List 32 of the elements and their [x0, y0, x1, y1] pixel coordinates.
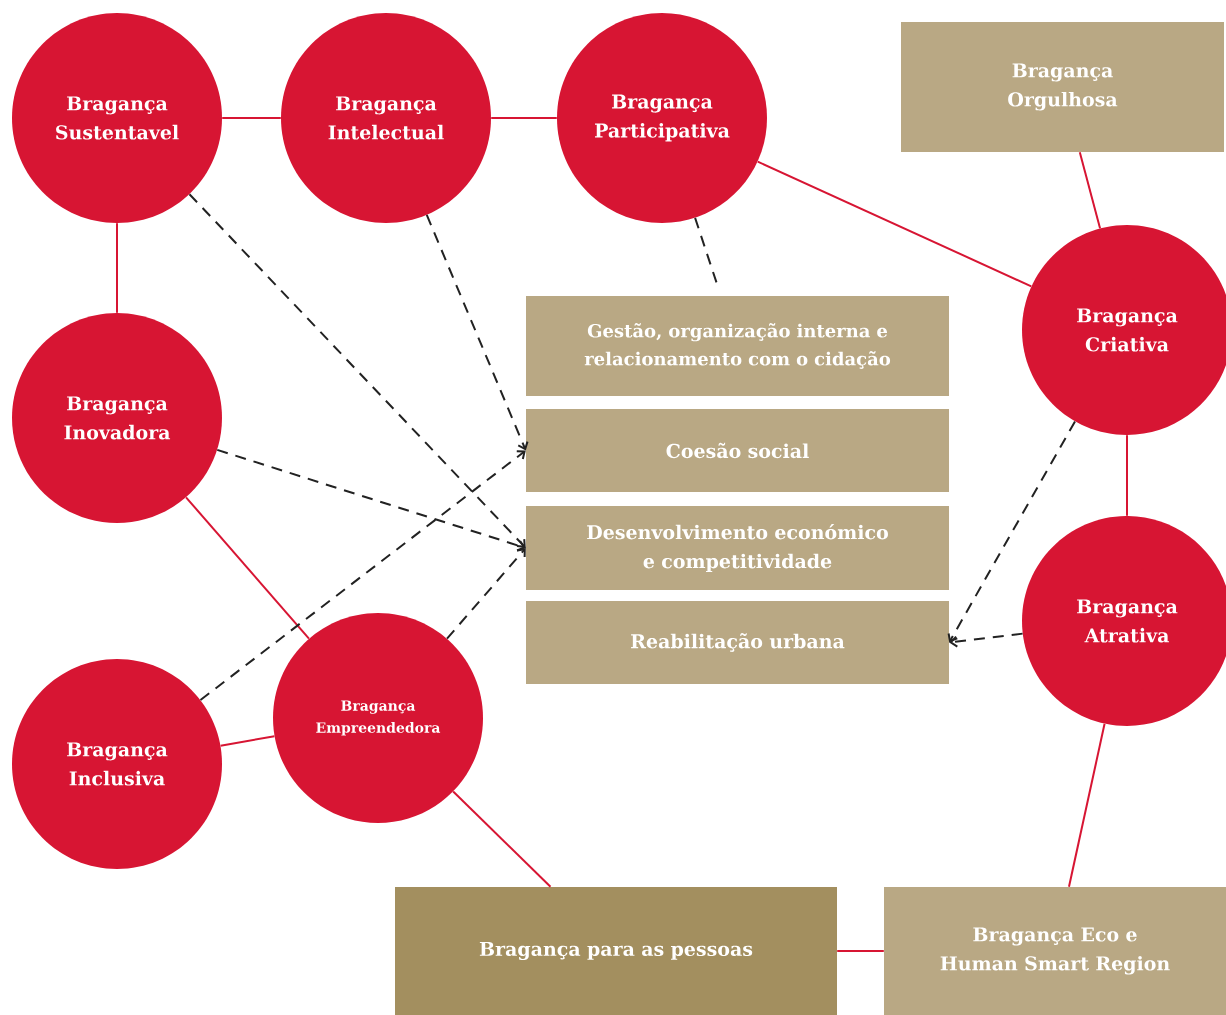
- circle-node: Bragança Inovadora: [12, 313, 222, 523]
- text-box: Desenvolvimento económico e competitividade: [526, 506, 949, 590]
- connector-line: [756, 160, 1033, 288]
- text-box: Bragança para as pessoas: [395, 887, 837, 1015]
- dashed-arrow: [216, 448, 526, 552]
- dashed-arrow: [947, 420, 1076, 643]
- circle-node: Bragança Inclusiva: [12, 659, 222, 869]
- connector-line: [836, 950, 885, 952]
- text-box: Gestão, organização interna e relacionamento com o cidação: [526, 296, 949, 396]
- connector-line: [116, 222, 118, 314]
- circle-node: Bragança Empreendedora: [273, 613, 483, 823]
- dashed-arrow: [199, 450, 526, 701]
- connector-line: [219, 735, 276, 747]
- connector-line: [1068, 722, 1106, 888]
- connector-line: [1078, 151, 1102, 230]
- dashed-arrow: [425, 213, 529, 451]
- text-box: Reabilitação urbana: [526, 601, 949, 684]
- text-box: Bragança Eco e Human Smart Region: [884, 887, 1226, 1015]
- connector-line: [185, 496, 310, 640]
- circle-node: Bragança Participativa: [557, 13, 767, 223]
- text-box: Coesão social: [526, 409, 949, 492]
- dashed-arrow: [188, 193, 526, 548]
- text-box: Bragança Orgulhosa: [901, 22, 1224, 152]
- circle-node: Bragança Sustentavel: [12, 13, 222, 223]
- connector-line: [1126, 434, 1128, 517]
- dashed-arrow: [949, 632, 1024, 648]
- connector-line: [221, 117, 282, 119]
- connector-line: [694, 216, 719, 286]
- circle-node: Bragança Intelectual: [281, 13, 491, 223]
- dashed-arrow: [446, 548, 526, 640]
- connector-line: [452, 790, 552, 888]
- connector-line: [490, 117, 558, 119]
